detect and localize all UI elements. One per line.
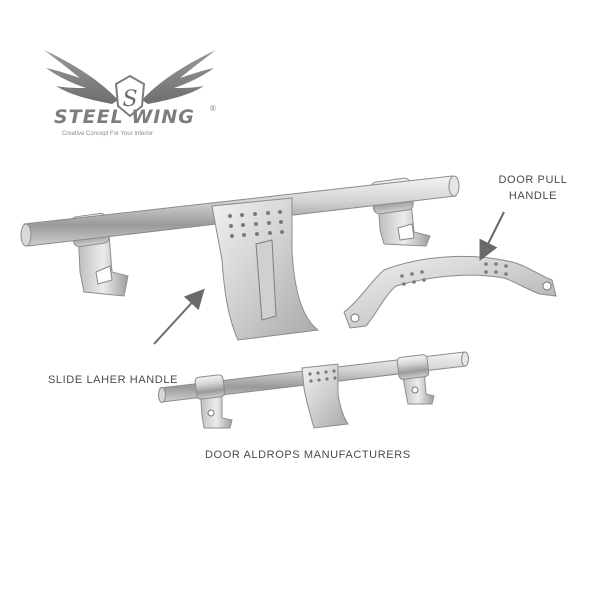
winged-s-logo-icon: S <box>44 50 216 118</box>
svg-text:S: S <box>122 87 137 112</box>
door-pull-handle <box>343 256 557 329</box>
arrow-pointer-icon <box>153 288 205 345</box>
caption-text: DOOR ALDROPS MANUFACTURERS <box>205 449 411 461</box>
large-aldrop <box>20 175 460 341</box>
arrow-pointer-icon <box>479 211 505 261</box>
door-pull-label: DOOR PULL HANDLE <box>488 172 578 204</box>
small-aldrop <box>158 351 469 429</box>
door-pull-label-line2: HANDLE <box>508 190 558 202</box>
slide-laher-label: SLIDE LAHER HANDLE <box>48 374 179 386</box>
brand-tagline: Creative Concept For Your Interior <box>62 131 154 137</box>
registered-mark: ® <box>210 104 216 113</box>
door-pull-label-line1: DOOR PULL <box>498 174 568 186</box>
brand-name: STEEL WING <box>54 106 195 128</box>
